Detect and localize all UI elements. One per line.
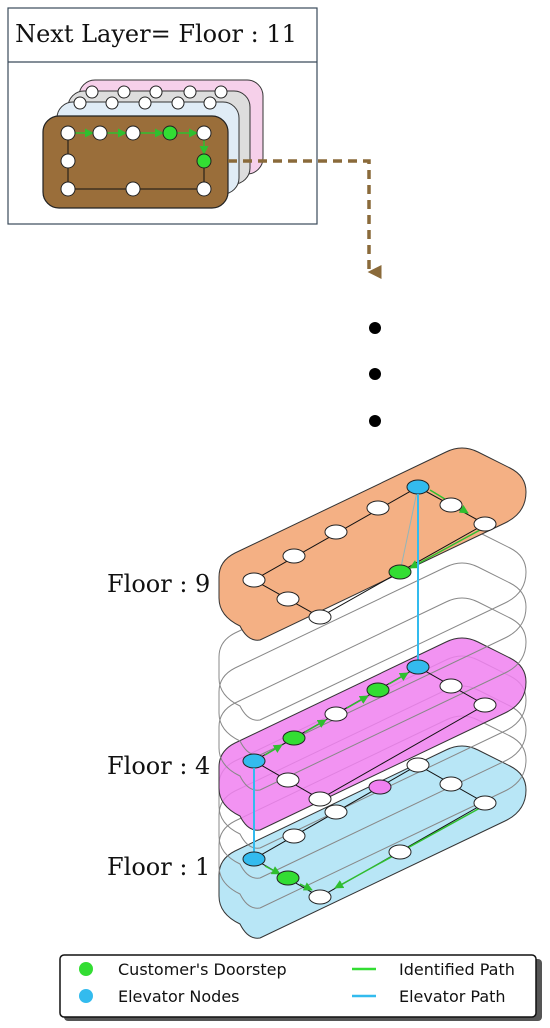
legend-elevator-nodes: Elevator Nodes bbox=[118, 987, 240, 1006]
floor-1-nodes bbox=[242, 757, 497, 905]
background-node-row bbox=[73, 85, 228, 110]
doorstep-node bbox=[388, 564, 412, 580]
next-layer-nodes bbox=[60, 125, 212, 197]
next-layer-panel: Next Layer= Floor : 11 bbox=[7, 7, 318, 225]
doorstep-node bbox=[196, 153, 212, 169]
floor-9-label: Floor : 9 bbox=[107, 570, 210, 598]
elevator-legend-icon bbox=[79, 989, 93, 1003]
layer-connector-arrow bbox=[228, 159, 382, 279]
floor-1-slab bbox=[218, 745, 527, 939]
legend-elevator-path: Elevator Path bbox=[399, 987, 506, 1006]
floor-1-label: Floor : 1 bbox=[107, 853, 210, 881]
ellipsis-dots bbox=[369, 322, 381, 427]
floor-4-nodes bbox=[242, 659, 497, 807]
floor-9-slab bbox=[218, 447, 527, 641]
legend: Customer's Doorstep Elevator Nodes Ident… bbox=[59, 954, 542, 1021]
doorstep-legend-icon bbox=[79, 962, 93, 976]
elevator-node bbox=[242, 851, 266, 867]
doorstep-node bbox=[276, 870, 300, 886]
elevator-node bbox=[406, 659, 430, 675]
elevator-node bbox=[242, 753, 266, 769]
floor-9-nodes bbox=[242, 479, 497, 625]
next-layer-route bbox=[75, 128, 209, 155]
legend-identified-path: Identified Path bbox=[399, 960, 515, 979]
elevator-node bbox=[406, 479, 430, 495]
doorstep-node bbox=[162, 125, 178, 141]
next-layer-title: Next Layer= Floor : 11 bbox=[15, 20, 297, 48]
legend-doorstep: Customer's Doorstep bbox=[118, 960, 287, 979]
floor-4-route bbox=[264, 672, 409, 756]
floor-4-label: Floor : 4 bbox=[107, 752, 210, 780]
doorstep-node bbox=[366, 682, 390, 698]
floor-stack bbox=[218, 447, 527, 939]
doorstep-node bbox=[282, 730, 306, 746]
